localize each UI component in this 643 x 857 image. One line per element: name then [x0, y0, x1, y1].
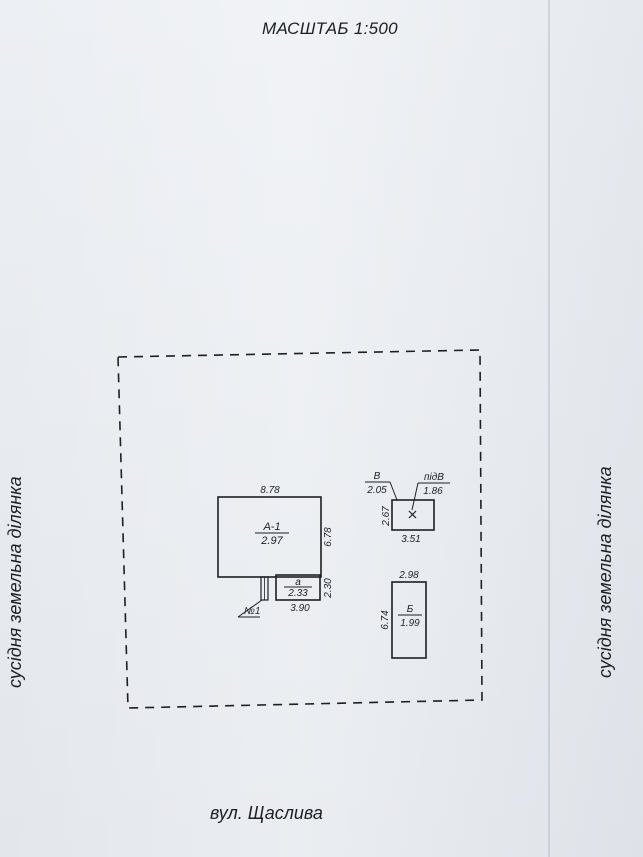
building-b-width: 2.98 [398, 570, 419, 581]
extension-a: а 2.33 3.90 2.30 [275, 574, 334, 614]
porch-1: №1 [237, 576, 269, 618]
building-b-value: 1.99 [400, 618, 420, 629]
building-a1: 8.78 6.78 А-1 2.97 [217, 485, 334, 578]
building-b-depth: 6.74 [380, 610, 391, 630]
porch-1-name: №1 [244, 606, 260, 617]
building-v-value: 2.05 [366, 485, 387, 496]
building-b-outline [391, 581, 427, 659]
building-a1-value: 2.97 [260, 535, 283, 547]
extension-a-value: 2.33 [287, 588, 308, 599]
paper-fold [548, 0, 550, 857]
cellar-pidv-leader [411, 482, 419, 511]
building-a1-width: 8.78 [260, 485, 280, 496]
extension-a-outline [275, 574, 321, 601]
building-b-name: Б [407, 604, 414, 615]
building-v-name: В [374, 471, 381, 482]
street-label: вул. Щаслива [210, 803, 323, 823]
building-v-width: 3.51 [401, 534, 420, 545]
extension-a-depth: 2.30 [323, 578, 334, 599]
building-b: 2.98 6.74 Б 1.99 [380, 570, 427, 659]
extension-a-name: а [295, 577, 301, 588]
cellar-cross-icon [408, 510, 417, 519]
extension-a-width: 3.90 [290, 603, 310, 614]
building-a1-name: А-1 [262, 521, 280, 533]
building-v: В 2.05 3.51 2.67 підВ 1.86 [365, 471, 450, 545]
cellar-pidv-name: підВ [424, 472, 444, 483]
building-v-depth: 2.67 [381, 506, 392, 527]
building-a1-depth: 6.78 [323, 527, 334, 547]
building-v-leader [389, 481, 398, 501]
building-v-outline [391, 499, 435, 531]
cellar-pidv-value: 1.86 [423, 486, 443, 497]
porch-1-leader [237, 599, 263, 618]
building-a1-outline [217, 496, 322, 578]
scale-label: МАСШТАБ 1:500 [262, 19, 398, 38]
plot-boundary [117, 349, 483, 709]
